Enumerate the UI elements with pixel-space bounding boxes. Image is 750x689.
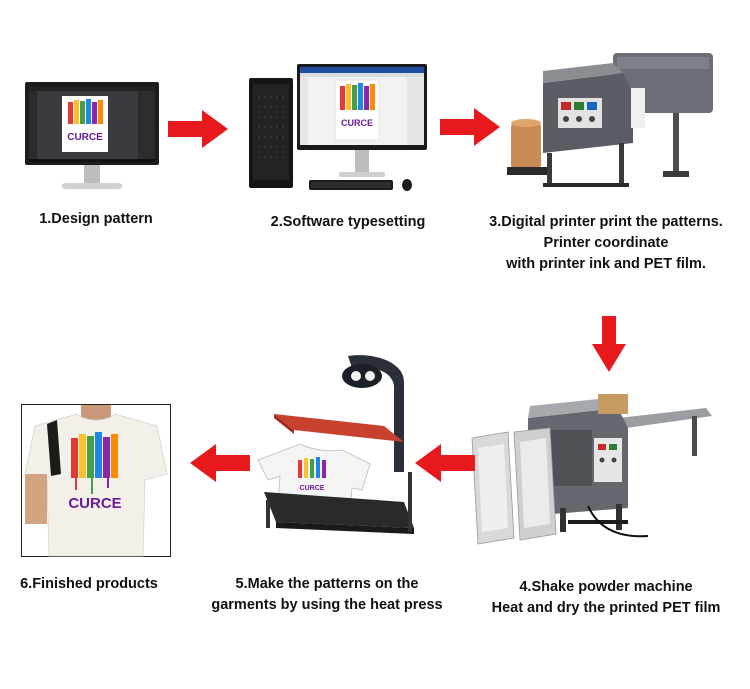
step-2-computer-image: CURCE [249, 64, 427, 191]
step-1-monitor-image: CURCE [25, 82, 159, 189]
step-3-printer-image [507, 53, 713, 187]
step-3-caption: 3.Digital printer print the patterns. Pr… [462, 212, 750, 275]
step-6-caption: 6.Finished products [4, 574, 174, 595]
design-text: CURCE [68, 495, 121, 512]
step-1-caption: 1.Design pattern [26, 209, 166, 230]
step-5-caption-line: garments by using the heat press [211, 597, 443, 613]
step-1-caption-line: 1.Design pattern [39, 211, 153, 227]
arrow-right-icon [440, 108, 500, 146]
step-5-heat-press-image: CURCE [257, 355, 414, 534]
step-6-caption-line: 6.Finished products [20, 576, 158, 592]
design-text: CURCE [300, 485, 325, 492]
arrow-down-icon [592, 316, 626, 372]
step-4-powder-machine-image [471, 394, 712, 545]
step-2-caption-line: 2.Software typesetting [270, 214, 426, 230]
step-3-caption-line: with printer ink and PET film. [506, 256, 706, 272]
step-4-caption-line: 4.Shake powder machine [519, 579, 693, 595]
arrow-left-icon [415, 444, 475, 482]
arrow-left-icon [190, 444, 250, 482]
step-3-caption-line: Printer coordinate [543, 235, 669, 251]
step-4-caption: 4.Shake powder machine Heat and dry the … [462, 577, 750, 619]
arrow-right-icon [168, 110, 228, 148]
step-2-caption: 2.Software typesetting [250, 212, 446, 233]
step-5-caption: 5.Make the patterns on the garments by u… [190, 574, 464, 616]
step-5-caption-line: 5.Make the patterns on the [235, 576, 419, 592]
design-text: CURCE [67, 132, 103, 143]
step-6-finished-product-image: CURCE [21, 404, 171, 557]
step-4-caption-line: Heat and dry the printed PET film [491, 600, 721, 616]
step-3-caption-line: 3.Digital printer print the patterns. [489, 214, 723, 230]
design-text: CURCE [341, 118, 373, 128]
